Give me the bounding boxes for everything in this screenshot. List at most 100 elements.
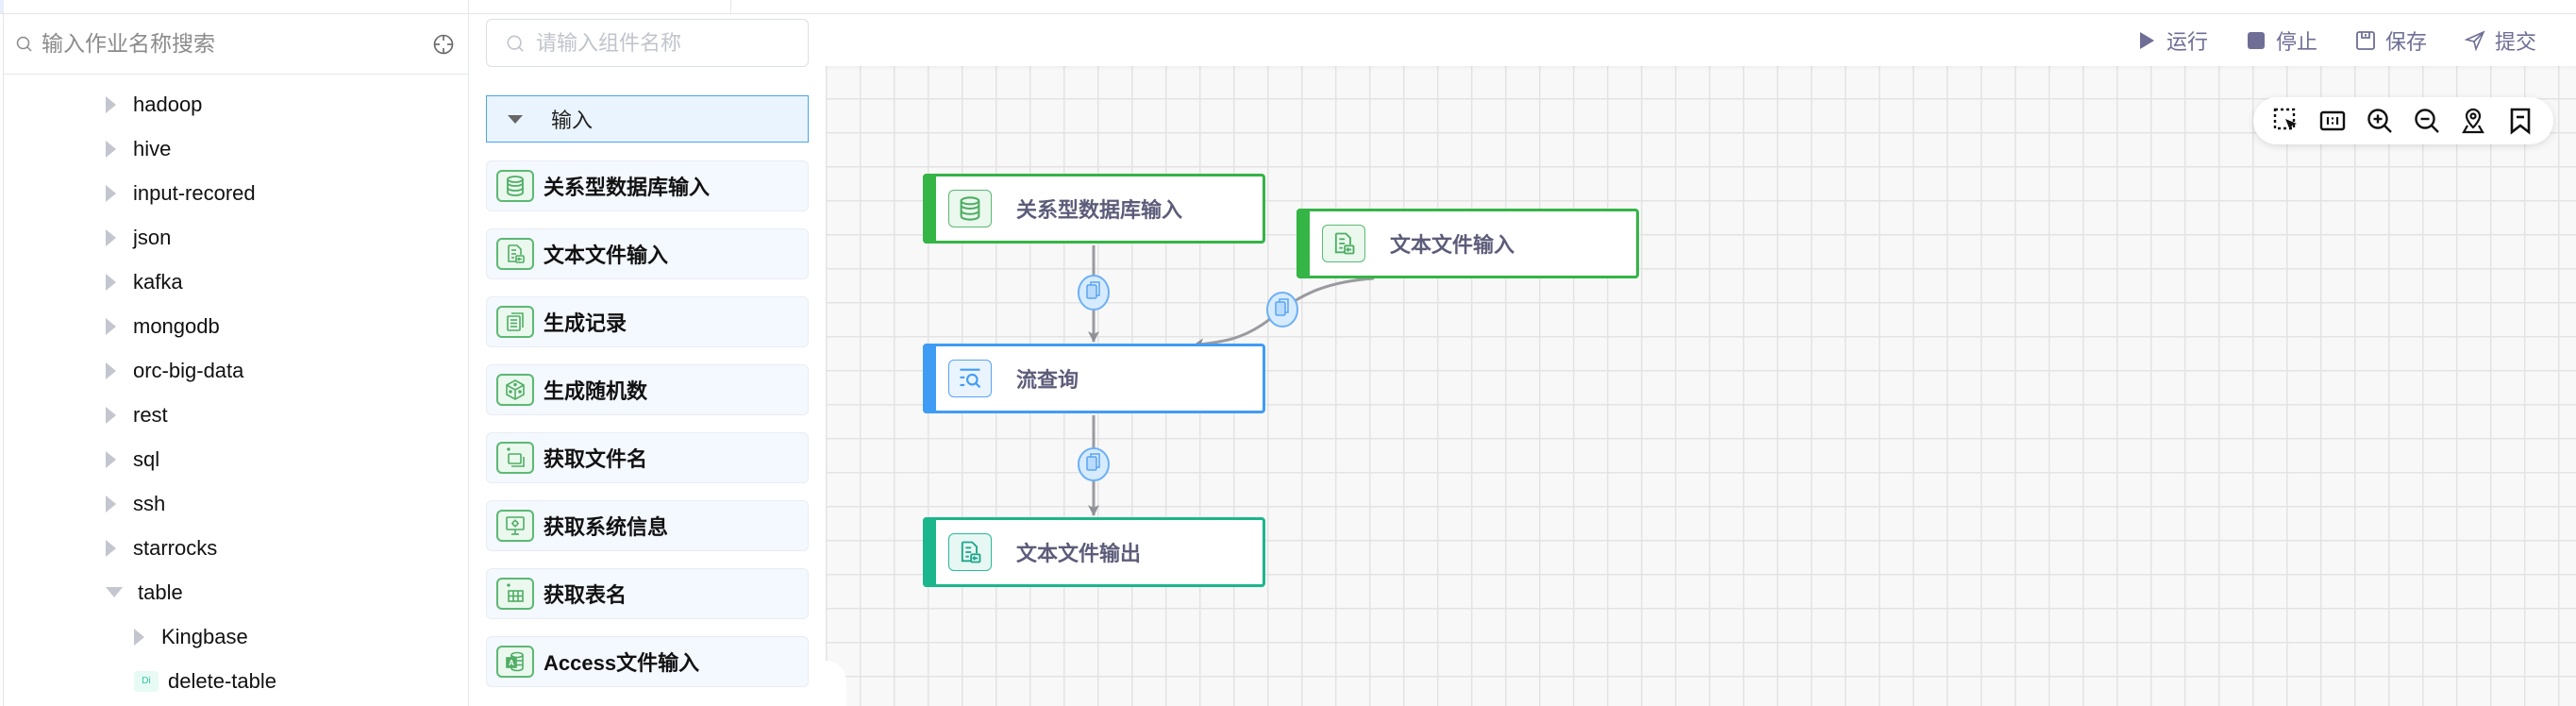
component-label: 生成记录 — [544, 311, 627, 335]
submit-button[interactable]: 提交 — [2464, 25, 2536, 56]
component-list: 关系型数据库输入 文本文件输入 生成记录 生成随机数 获取文件名 获取系统信息 … — [486, 160, 809, 704]
records-icon — [496, 306, 534, 338]
caret-right-icon[interactable] — [106, 406, 116, 424]
component-item[interactable]: 文本文件输入 — [486, 228, 809, 279]
tree-item-label: orc-big-data — [133, 358, 244, 382]
node-label: 关系型数据库输入 — [1016, 198, 1183, 222]
tree-item-label: starrocks — [133, 535, 218, 560]
caret-right-icon[interactable] — [106, 95, 116, 113]
tree-item[interactable]: table — [4, 570, 468, 614]
flow-node-text-file-output[interactable]: 文本文件输出 — [923, 517, 1265, 587]
component-item[interactable]: 获取表名 — [486, 568, 809, 619]
svg-text:A: A — [509, 659, 514, 667]
copy-icon[interactable] — [1078, 447, 1110, 481]
caret-right-icon[interactable] — [106, 361, 116, 379]
tree-item-label: kafka — [133, 269, 183, 294]
component-group-input[interactable]: 输入 — [486, 95, 809, 143]
access-db-icon: A — [496, 646, 534, 678]
tree-item[interactable]: json — [4, 215, 468, 260]
job-search-bar — [4, 14, 468, 75]
job-type-badge: Di — [134, 670, 159, 692]
caret-right-icon[interactable] — [106, 273, 116, 291]
node-label: 文本文件输出 — [1016, 542, 1142, 565]
edge-n2-n3[interactable] — [1193, 277, 1375, 350]
component-item[interactable]: 获取文件名 — [486, 432, 809, 483]
component-label: 获取系统信息 — [544, 515, 669, 539]
component-panel: 输入 关系型数据库输入 文本文件输入 生成记录 生成随机数 获取文件名 获取系统… — [469, 14, 826, 706]
caret-right-icon[interactable] — [106, 495, 116, 513]
component-label: Access文件输入 — [544, 651, 700, 675]
tree-item[interactable]: sql — [4, 437, 468, 481]
component-item[interactable]: 获取系统信息 — [486, 500, 809, 551]
monitor-gear-icon — [496, 510, 534, 542]
box-select-icon[interactable] — [2271, 106, 2301, 136]
database-icon — [948, 190, 992, 227]
run-button[interactable]: 运行 — [2136, 25, 2208, 56]
edge-n3-n4[interactable] — [1078, 415, 1110, 516]
job-search-input[interactable] — [42, 31, 432, 57]
flow-node-relational-db-input[interactable]: 关系型数据库输入 — [923, 174, 1265, 244]
tree-item-label: input-recored — [133, 180, 256, 205]
flow-node-text-file-input[interactable]: 文本文件输入 — [1296, 209, 1639, 278]
copy-icon[interactable] — [1266, 292, 1298, 328]
tree-item[interactable]: input-recored — [4, 171, 468, 215]
tree-item[interactable]: hadoop — [4, 82, 468, 126]
group-label: 输入 — [551, 109, 594, 132]
zoom-out-icon[interactable] — [2412, 106, 2442, 136]
tree-item-label: table — [138, 580, 183, 604]
component-label: 关系型数据库输入 — [544, 176, 711, 199]
stop-label: 停止 — [2275, 29, 2317, 54]
tree-item-label: Kingbase — [161, 624, 248, 648]
tree-item[interactable]: starrocks — [4, 526, 468, 570]
edge-n1-n3[interactable] — [1078, 245, 1110, 343]
caret-right-icon[interactable] — [106, 317, 116, 335]
caret-right-icon[interactable] — [106, 228, 116, 246]
stop-button[interactable]: 停止 — [2246, 25, 2317, 56]
caret-right-icon[interactable] — [106, 539, 116, 557]
database-icon — [496, 170, 534, 202]
tree-item[interactable]: Kingbase — [4, 614, 468, 659]
component-item[interactable]: 关系型数据库输入 — [486, 160, 809, 211]
copy-icon[interactable] — [1078, 275, 1110, 311]
component-search-input[interactable] — [536, 30, 808, 56]
zoom-in-icon[interactable] — [2365, 106, 2395, 136]
send-icon — [2464, 29, 2485, 51]
canvas-corner — [826, 661, 846, 706]
component-search-bar — [486, 19, 809, 67]
canvas-toolbar: 运行 停止 保存 提交 — [826, 14, 2576, 66]
canvas-zoom-controls — [2253, 97, 2553, 144]
caret-right-icon[interactable] — [106, 450, 116, 468]
bookmark-icon[interactable] — [2505, 106, 2535, 136]
save-button[interactable]: 保存 — [2355, 25, 2427, 56]
tree-item[interactable]: kafka — [4, 260, 468, 304]
caret-down-icon — [508, 114, 523, 124]
tree-item-label: hive — [133, 136, 172, 160]
tree-item-label: hadoop — [133, 92, 203, 116]
text-file-input-icon — [496, 238, 534, 270]
tree-item[interactable]: mongodb — [4, 304, 468, 348]
tree-item[interactable]: rest — [4, 393, 468, 437]
crosshair-icon[interactable] — [432, 33, 455, 56]
flow-node-stream-query[interactable]: 流查询 — [923, 344, 1265, 413]
tree-item-label: ssh — [133, 491, 166, 515]
save-label: 保存 — [2384, 29, 2427, 54]
component-item[interactable]: A Access文件输入 — [486, 636, 809, 687]
fit-1-1-icon[interactable] — [2317, 106, 2348, 136]
header-divider — [468, 0, 469, 13]
tree-item[interactable]: Di delete-table — [4, 659, 468, 703]
header-divider — [730, 0, 731, 13]
component-item[interactable]: 生成记录 — [486, 296, 809, 347]
caret-right-icon[interactable] — [106, 140, 116, 158]
tree-item[interactable]: ssh — [4, 481, 468, 526]
job-sidebar: hadoop hive input-recored json kafka mon… — [3, 14, 469, 706]
caret-down-icon[interactable] — [106, 587, 123, 597]
tree-item[interactable]: hive — [4, 126, 468, 171]
caret-right-icon[interactable] — [134, 628, 144, 646]
component-item[interactable]: 生成随机数 — [486, 364, 809, 415]
tree-item[interactable]: orc-big-data — [4, 348, 468, 393]
caret-right-icon[interactable] — [106, 184, 116, 202]
text-file-output-icon — [948, 533, 992, 571]
locate-pin-icon[interactable] — [2458, 106, 2488, 136]
tree-item-label: delete-table — [168, 668, 276, 693]
